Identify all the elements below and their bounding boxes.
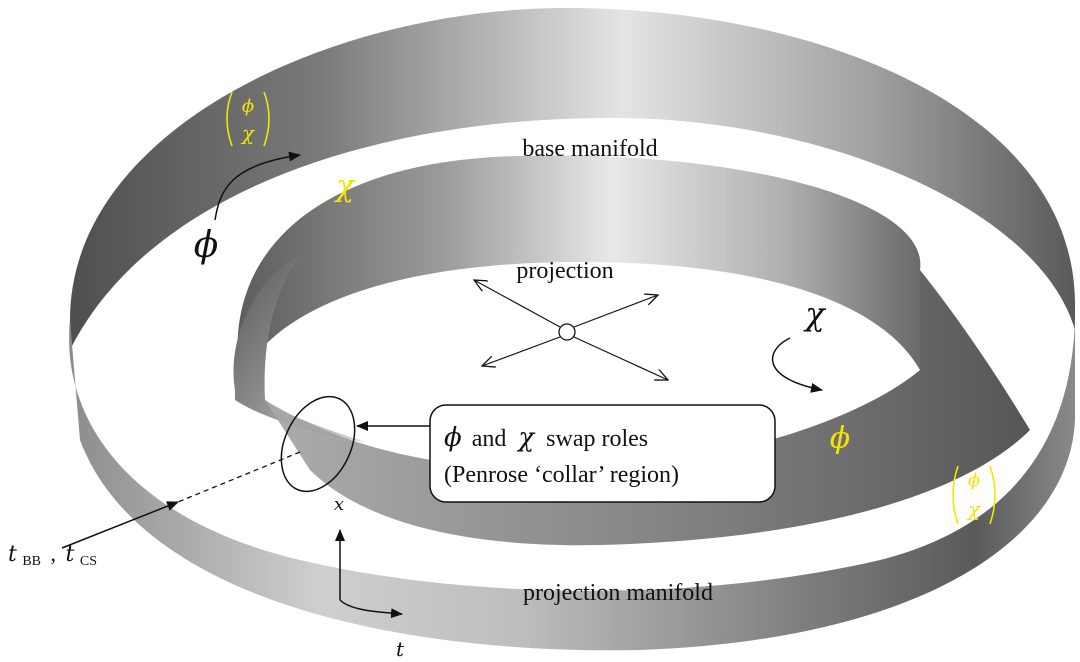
vector-right-bracket-top [263, 91, 270, 147]
projection-arrow-sw [482, 336, 561, 366]
base-manifold-label: base manifold [522, 136, 657, 162]
swap-roles-text: swap roles [546, 426, 648, 452]
swap-roles-callout: ϕ and χ swap roles (Penrose ‘collar’ reg… [429, 404, 776, 503]
t-axis-label: t [396, 637, 405, 661]
t-axis-arrow [339, 599, 403, 619]
vector-right-chi: χ [966, 497, 982, 521]
vector-phi-chi-top: ϕ χ [226, 91, 270, 147]
vector-left-bracket-right [952, 465, 959, 525]
tbb-tcs-label: t BB , t CS [8, 541, 97, 570]
tbb-t: t [8, 542, 17, 567]
vector-top-chi: χ [240, 121, 256, 145]
projection-center-point [558, 323, 576, 341]
projection-label: projection [516, 258, 613, 284]
projection-arrow-nw [474, 280, 561, 328]
swap-and: and [472, 426, 507, 452]
tbb-sub: BB [22, 554, 41, 569]
vector-phi-chi-right: ϕ χ [952, 465, 996, 525]
tcs-sub: CS [80, 554, 97, 569]
vector-right-bracket-right [989, 465, 996, 525]
vector-left-bracket-top [226, 91, 233, 147]
vector-top-phi: ϕ [242, 96, 254, 117]
projection-arrow-ne [573, 295, 658, 328]
outer-band-back [70, 7, 1075, 351]
swap-roles-line2: (Penrose ‘collar’ region) [444, 462, 679, 488]
left-phi-label: ϕ [194, 225, 219, 266]
outer-band [69, 7, 1076, 651]
swap-roles-line1: ϕ and χ swap roles [444, 423, 648, 453]
swap-chi: χ [516, 423, 536, 453]
projection-arrows [474, 280, 668, 380]
tcs-t: t [66, 542, 75, 567]
band-phi-label: ϕ [830, 421, 850, 456]
right-chi-label: χ [803, 295, 826, 333]
collar-dashed-line [177, 451, 301, 503]
projection-manifold-label: projection manifold [523, 580, 713, 606]
x-axis-label: x [334, 494, 344, 515]
inner-band-back [235, 155, 921, 390]
band-chi-label: χ [334, 169, 356, 204]
chi-to-phi-arrow [771, 337, 823, 393]
swap-roles-box [429, 404, 776, 503]
twist-fold [233, 255, 365, 442]
tbb-comma: , [51, 541, 57, 566]
swap-phi: ϕ [444, 423, 462, 453]
projection-arrow-se [573, 336, 668, 380]
vector-right-phi: ϕ [968, 470, 980, 491]
tbb-tcs-arrow [61, 501, 179, 549]
phi-to-chi-arrow [214, 151, 301, 221]
collar-region-ellipse [280, 395, 356, 493]
